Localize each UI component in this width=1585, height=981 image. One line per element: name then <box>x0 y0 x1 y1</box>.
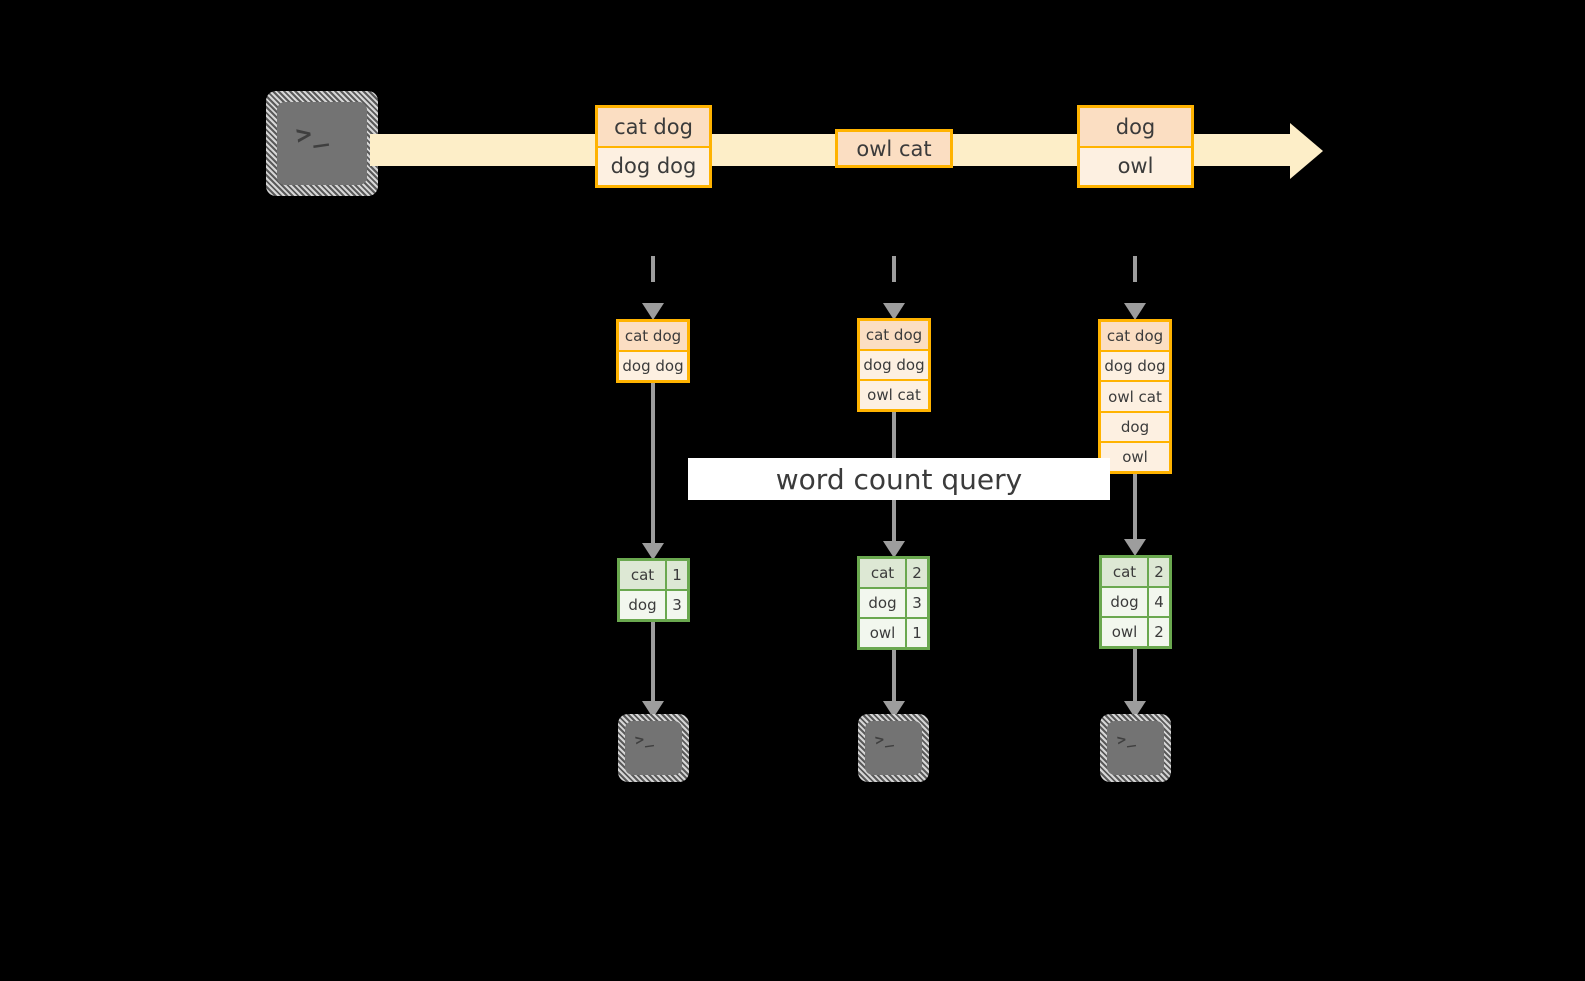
snapshot-record-line: dog dog <box>860 349 928 379</box>
snapshot-2-consumer-terminal-icon: >_ <box>858 714 929 782</box>
snapshot-3-query-arrow <box>1122 474 1148 556</box>
snapshot-3-consumer-terminal-icon: >_ <box>1100 714 1171 782</box>
arrow-head <box>1124 303 1146 320</box>
arrow-head <box>883 303 905 320</box>
arrow-shaft <box>892 256 896 303</box>
terminal-face <box>1107 721 1164 775</box>
terminal-prompt-glyph: >_ <box>873 728 895 750</box>
terminal-prompt-glyph: >_ <box>294 116 330 152</box>
snapshot-record-line: dog dog <box>619 350 687 380</box>
result-word: dog <box>628 596 657 614</box>
snapshot-3-ingest-arrow <box>1122 256 1148 320</box>
result-count: 2 <box>1147 618 1169 646</box>
terminal-prompt-glyph: >_ <box>1115 728 1137 750</box>
table-row: dog 3 <box>860 587 927 617</box>
result-count: 2 <box>1147 558 1169 586</box>
table-row: dog 4 <box>1102 586 1169 616</box>
stream-record-line: owl cat <box>838 132 950 165</box>
arrow-head <box>1124 539 1146 556</box>
snapshot-1-records: cat dog dog dog <box>616 319 690 383</box>
stream-record-line: dog dog <box>598 145 709 185</box>
query-label: word count query <box>688 458 1110 500</box>
snapshot-2-result-table: cat 2 dog 3 owl 1 <box>857 556 930 650</box>
arrow-head <box>1124 701 1146 718</box>
terminal-face <box>625 721 682 775</box>
snapshot-2-output-arrow <box>881 650 907 718</box>
snapshot-1-ingest-arrow <box>640 256 666 320</box>
table-row: owl 2 <box>1102 616 1169 646</box>
arrow-shaft <box>651 256 655 303</box>
snapshot-record-line: dog dog <box>1101 350 1169 381</box>
snapshot-1-result-table: cat 1 dog 3 <box>617 558 690 622</box>
result-word: cat <box>620 561 665 589</box>
arrow-shaft <box>892 650 896 701</box>
result-word: owl <box>1111 623 1138 641</box>
result-word: dog <box>1110 593 1139 611</box>
result-word: cat <box>860 559 905 587</box>
table-row: dog 3 <box>620 589 687 619</box>
result-count: 4 <box>1147 588 1169 616</box>
arrow-shaft <box>1133 649 1137 701</box>
stream-record-3: dog owl <box>1077 105 1194 188</box>
table-row: owl 1 <box>860 617 927 647</box>
arrow-shaft <box>651 383 655 543</box>
result-word: owl <box>869 624 896 642</box>
snapshot-record-line: dog <box>1101 410 1169 441</box>
snapshot-3-output-arrow <box>1122 649 1148 718</box>
arrow-shaft <box>651 622 655 701</box>
arrow-shaft <box>1133 474 1137 539</box>
terminal-face <box>865 721 922 775</box>
arrow-head <box>642 303 664 320</box>
stream-record-1: cat dog dog dog <box>595 105 712 188</box>
stream-record-line: cat dog <box>598 108 709 146</box>
snapshot-record-line: owl <box>1101 440 1169 472</box>
stream-record-2: owl cat <box>835 129 953 168</box>
table-row: cat 2 <box>860 559 927 587</box>
stream-record-line: dog <box>1080 108 1191 146</box>
snapshot-record-line: cat dog <box>1101 322 1169 351</box>
snapshot-2-ingest-arrow <box>881 256 907 320</box>
snapshot-record-line: cat dog <box>860 321 928 349</box>
result-word: dog <box>868 594 897 612</box>
terminal-prompt-glyph: >_ <box>633 728 655 750</box>
arrow-head <box>642 543 664 560</box>
snapshot-1-output-arrow <box>640 622 666 718</box>
snapshot-record-line: owl cat <box>860 379 928 409</box>
snapshot-1-consumer-terminal-icon: >_ <box>618 714 689 782</box>
snapshot-3-records: cat dog dog dog owl cat dog owl <box>1098 319 1172 474</box>
snapshot-1-query-arrow <box>640 383 666 560</box>
arrow-shaft <box>1133 256 1137 303</box>
arrow-head <box>883 541 905 558</box>
stream-arrow-head <box>1290 123 1323 179</box>
snapshot-record-line: cat dog <box>619 322 687 350</box>
snapshot-2-records: cat dog dog dog owl cat <box>857 318 931 412</box>
result-count: 3 <box>665 591 687 619</box>
result-count: 2 <box>905 559 927 587</box>
result-count: 1 <box>665 561 687 589</box>
result-count: 1 <box>905 619 927 647</box>
table-row: cat 2 <box>1102 558 1169 586</box>
result-count: 3 <box>905 589 927 617</box>
table-row: cat 1 <box>620 561 687 589</box>
snapshot-3-result-table: cat 2 dog 4 owl 2 <box>1099 555 1172 649</box>
arrow-head <box>642 701 664 718</box>
result-word: cat <box>1102 558 1147 586</box>
producer-terminal-icon: >_ <box>266 91 378 196</box>
terminal-face <box>277 102 367 185</box>
snapshot-record-line: owl cat <box>1101 380 1169 411</box>
stream-record-line: owl <box>1080 145 1191 185</box>
arrow-head <box>883 701 905 718</box>
